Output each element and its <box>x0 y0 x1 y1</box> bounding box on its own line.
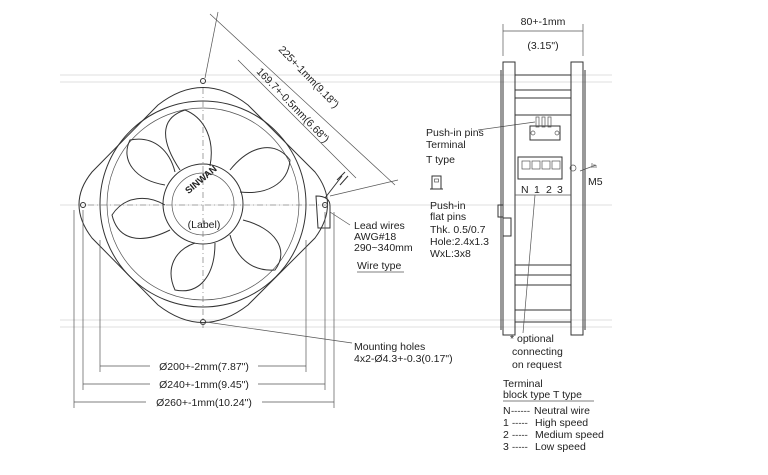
mounting-line2: 4x2-Ø4.3+-0.3(0.17") <box>354 353 453 365</box>
diameter-dimensions: Ø200+-2mm(7.87") Ø240+-1mm(9.45") Ø260+-… <box>73 210 335 409</box>
wire-type-title: Wire type <box>357 260 402 272</box>
legend-desc-3: Low speed <box>535 441 586 453</box>
fan-blades <box>111 109 291 292</box>
flat-pin-icon <box>431 175 442 190</box>
label-text: (Label) <box>188 219 221 231</box>
fan-side-view: 80+-1mm (3.15") N 1 2 3 M5 <box>497 16 603 336</box>
mounting-line1: Mounting holes <box>354 341 425 353</box>
terminal-legend: Terminal block type T type N ------ Neut… <box>503 378 604 453</box>
flat-pins-block: Push-in flat pins Thk. 0.5/0.7 Hole:2.4x… <box>430 200 489 260</box>
push-in-pins-block: Push-in pins Terminal T type <box>426 121 536 190</box>
legend-desc-1: High speed <box>535 417 588 429</box>
side-depth: 80+-1mm <box>521 16 566 28</box>
optional-note-block: * optional connecting on request <box>510 333 563 371</box>
legend-key-n: N <box>503 405 511 417</box>
optional-line3: on request <box>512 359 562 371</box>
flat-pins-line5: WxL:3x8 <box>430 248 471 260</box>
terminal-3: 3 <box>557 184 563 196</box>
terminal-2: 2 <box>546 184 552 196</box>
dim-dia-200: Ø200+-2mm(7.87") <box>159 361 249 373</box>
lead-wires-line1: Lead wires <box>354 220 405 232</box>
push-in-connector <box>529 125 561 141</box>
flat-pins-line4: Hole:2.4x1.3 <box>430 236 489 248</box>
lead-wires-line2: AWG#18 <box>354 231 396 243</box>
mounting-holes-callout: Mounting holes 4x2-Ø4.3+-0.3(0.17") <box>205 321 453 365</box>
legend-title1: Terminal <box>503 378 543 390</box>
flat-pins-line1: Push-in <box>430 200 466 212</box>
legend-desc-n: Neutral wire <box>534 405 590 417</box>
ground-m5: M5 <box>588 176 603 188</box>
lead-wire-block: Lead wires AWG#18 290~340mm Wire type <box>324 171 413 273</box>
terminal-n: N <box>521 184 529 196</box>
side-depth-in: (3.15") <box>527 40 558 52</box>
mounting-hole-left <box>80 202 86 208</box>
push-in-pins-line1: Push-in pins <box>426 127 484 139</box>
fan-frame-outline <box>78 87 328 323</box>
optional-line1: * optional <box>510 333 554 345</box>
legend-key-2: 2 <box>503 429 509 441</box>
dim-dia-260: Ø260+-1mm(10.24") <box>156 397 252 409</box>
legend-dash-n: ------ <box>511 406 530 417</box>
lead-wires-line3: 290~340mm <box>354 242 413 254</box>
legend-key-3: 3 <box>503 441 509 453</box>
diagonal-dimensions: 225+-1mm(9.18") 169.7+-0.5mm(6.68") <box>204 11 399 197</box>
brand-text: SINWAN <box>183 164 219 197</box>
push-in-pins-line2: Terminal <box>426 139 466 151</box>
legend-dash-1: ----- <box>512 418 528 429</box>
dim-dia-240: Ø240+-1mm(9.45") <box>159 379 249 391</box>
terminal-1: 1 <box>534 184 540 196</box>
legend-dash-3: ----- <box>512 442 528 453</box>
flat-pins-line3: Thk. 0.5/0.7 <box>430 224 486 236</box>
dim-diagonal-inner: 169.7+-0.5mm(6.68") <box>254 66 332 146</box>
wire-lug <box>315 195 331 229</box>
legend-desc-2: Medium speed <box>535 429 604 441</box>
legend-key-1: 1 <box>503 417 509 429</box>
push-in-pins-line3: T type <box>426 154 455 166</box>
mounting-hole-top <box>200 78 206 84</box>
terminal-block <box>517 156 563 180</box>
legend-title2: block type T type <box>503 389 582 401</box>
legend-dash-2: ----- <box>512 430 528 441</box>
fan-front-view: SINWAN (Label) <box>78 78 331 328</box>
optional-line2: connecting <box>512 346 563 358</box>
flat-pins-line2: flat pins <box>430 211 466 223</box>
